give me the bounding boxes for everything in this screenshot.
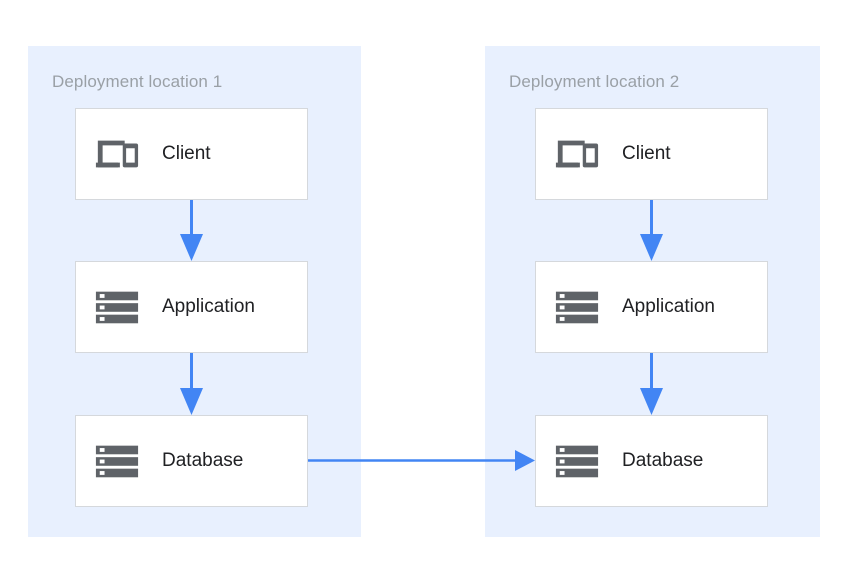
server-icon: [95, 445, 139, 478]
node-label-database-2: Database: [622, 450, 704, 471]
node-label-application-2: Application: [622, 296, 715, 317]
devices-icon: [95, 140, 139, 168]
server-icon: [555, 291, 599, 324]
node-application-1[interactable]: Application: [75, 261, 308, 353]
node-database-1[interactable]: Database: [75, 415, 308, 507]
node-label-database-1: Database: [162, 450, 244, 471]
server-icon: [95, 291, 139, 324]
node-label-client-2: Client: [622, 143, 671, 164]
zone-title-deployment-location-2: Deployment location 2: [509, 72, 680, 91]
node-application-2[interactable]: Application: [535, 261, 768, 353]
devices-icon: [555, 140, 599, 168]
node-label-application-1: Application: [162, 296, 255, 317]
zone-title-deployment-location-1: Deployment location 1: [52, 72, 223, 91]
node-client-2[interactable]: Client: [535, 108, 768, 200]
server-icon: [555, 445, 599, 478]
node-client-1[interactable]: Client: [75, 108, 308, 200]
node-database-2[interactable]: Database: [535, 415, 768, 507]
node-label-client-1: Client: [162, 143, 211, 164]
